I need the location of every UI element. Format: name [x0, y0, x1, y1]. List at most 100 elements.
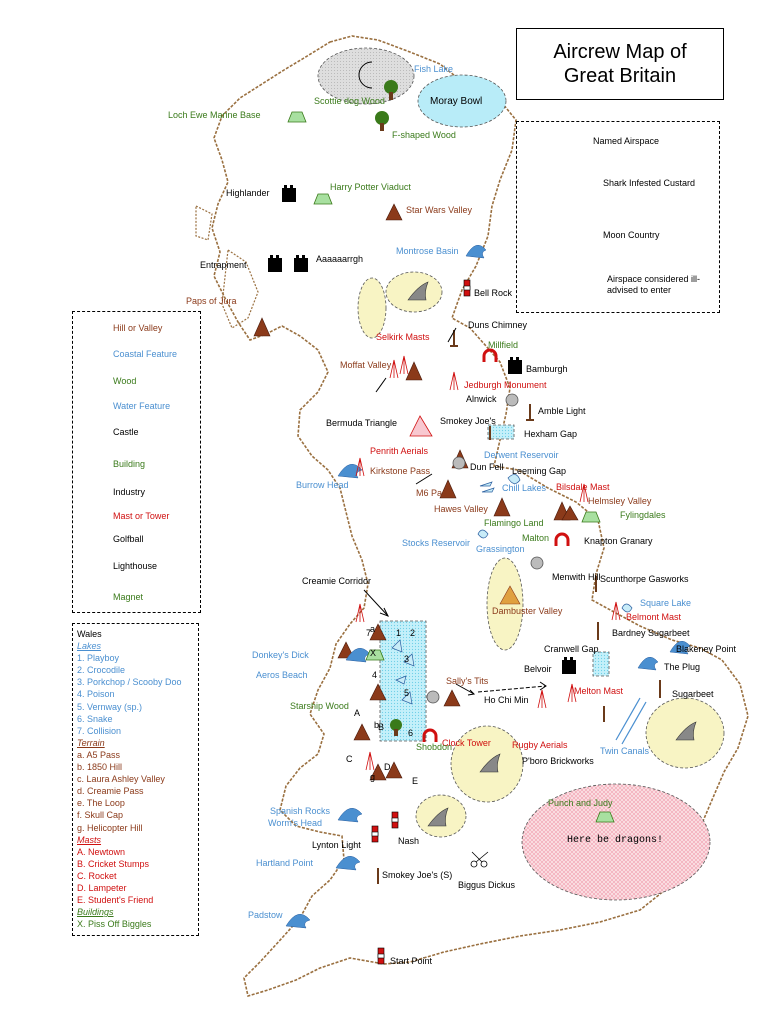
wales-key-item: a. A5 Pass — [77, 749, 121, 760]
wave-icons — [285, 244, 691, 929]
wales-key-item: 6. Snake — [77, 713, 113, 724]
belvoir-airspace — [592, 651, 610, 677]
custard-zone-borders — [385, 271, 443, 313]
wales-marker: 4 — [372, 670, 377, 680]
place-label: Moffat Valley — [340, 360, 392, 370]
place-label: Stocks Reservoir — [402, 538, 470, 548]
twin-canals — [615, 697, 647, 745]
legend-coastal-label: Coastal Feature — [113, 349, 178, 359]
place-label: Malton — [522, 533, 549, 543]
hexham-airspace — [487, 424, 515, 440]
place-label: Hexham Gap — [524, 429, 577, 439]
place-label: Smokey Joe's — [440, 416, 496, 426]
wales-section-title: Lakes — [77, 641, 102, 652]
wales-key-item: 3. Porkchop / Scooby Doo — [77, 677, 182, 688]
wales-key-item: 4. Poison — [77, 689, 115, 700]
legend-top-panel: Named Airspace Shark Infested Custard Mo… — [516, 121, 720, 313]
wales-marker: 6 — [408, 728, 413, 738]
hill-icons — [253, 203, 579, 781]
wales-key-item: d. Creamie Pass — [77, 786, 144, 797]
place-label: Nash — [398, 836, 419, 846]
wales-marker: D — [384, 762, 391, 772]
place-label: The Plug — [664, 662, 700, 672]
place-label: Montrose Basin — [396, 246, 459, 256]
place-label: Bell Rock — [474, 288, 513, 298]
wales-key-item: g. Helicopter Hill — [77, 822, 143, 833]
bermuda-triangle-icon — [409, 415, 433, 437]
legend-wood-label: Wood — [113, 376, 137, 386]
legend-castle-label: Castle — [113, 427, 139, 437]
place-label: Bilsdale Mast — [556, 482, 610, 492]
crescent-moon-icon — [358, 61, 373, 89]
place-label: Chill Lakes — [502, 483, 547, 493]
place-label: Kirkstone Pass — [370, 466, 431, 476]
place-label: F-shaped Wood — [392, 130, 456, 140]
place-label: Paps of Jura — [186, 296, 237, 306]
wales-marker: 2 — [410, 628, 415, 638]
place-label: Aeros Beach — [256, 670, 308, 680]
wales-marker: A — [354, 708, 360, 718]
place-label: Clock Tower — [442, 738, 491, 748]
lighthouse-icons — [371, 279, 471, 965]
place-label: Loch Ewe Marine Base — [168, 110, 261, 120]
place-label: Amble Light — [538, 406, 586, 416]
wales-marker: X — [370, 648, 376, 658]
magnet-icons — [422, 348, 570, 742]
place-label: Belvoir — [524, 664, 552, 674]
wales-key-item: 1. Playboy — [77, 653, 120, 664]
wales-marker: b — [374, 720, 379, 730]
legend-left-panel: Hill or Valley Coastal Feature Wood Wate… — [72, 311, 201, 613]
place-label: Start Point — [390, 956, 433, 966]
legend-hill-label: Hill or Valley — [113, 323, 163, 333]
custard-zone-selkirk — [357, 277, 387, 339]
legend-lighthouse-label: Lighthouse — [113, 561, 158, 571]
legend-shark-label: Shark Infested Custard — [603, 178, 696, 188]
wales-key-item: 2. Crocodile — [77, 665, 126, 676]
place-label: Fylingdales — [620, 510, 666, 520]
place-label: Punch and Judy — [548, 798, 613, 808]
place-label: Padstow — [248, 910, 283, 920]
place-label: Selkirk Masts — [376, 332, 430, 342]
chimney-icons — [377, 330, 661, 884]
wales-key-item: 5. Vernway (sp.) — [77, 701, 143, 712]
place-label: Hawes Valley — [434, 504, 488, 514]
place-label: Creamie Corridor — [302, 576, 371, 586]
shark-fin-icon — [407, 281, 697, 827]
legend-mast-label: Mast or Tower — [113, 511, 170, 521]
place-label: Belmont Mast — [626, 612, 682, 622]
wales-key-item: c. Laura Ashley Valley — [77, 774, 165, 785]
scissors-icon — [470, 851, 489, 868]
place-label: Duns Chimney — [468, 320, 528, 330]
castle-icons — [268, 185, 576, 674]
title-line-2: Great Britain — [563, 65, 677, 87]
place-label: Star Wars Valley — [406, 205, 473, 215]
place-label: Rugby Aerials — [512, 740, 568, 750]
legend-named-airspace-label: Named Airspace — [593, 136, 660, 146]
place-label: Harry Potter Viaduct — [330, 182, 411, 192]
title-line-1: Aircrew Map of — [553, 41, 687, 63]
place-label: Leeming Gap — [512, 466, 566, 476]
place-label: Alnwick — [466, 394, 497, 404]
place-label: Highlander — [226, 188, 270, 198]
place-label: Worm's Head — [268, 818, 322, 828]
moray-bowl-zone — [417, 74, 507, 128]
wales-key-item: B. Cricket Stumps — [77, 858, 150, 869]
place-label: Dun Fell — [470, 462, 504, 472]
place-label: Twin Canals — [600, 746, 650, 756]
water-drop-icons — [391, 474, 633, 705]
place-label: Bamburgh — [526, 364, 568, 374]
wales-key-item: b. 1850 Hill — [77, 762, 123, 773]
place-label: Starship Wood — [290, 701, 349, 711]
place-label: Grassington — [476, 544, 525, 554]
here-be-dragons-zone — [521, 783, 711, 901]
wales-key-item: C. Rocket — [77, 870, 117, 881]
wales-section-title: Buildings — [77, 907, 114, 918]
wales-marker: 5 — [404, 688, 409, 698]
place-label: Shobdon — [416, 742, 452, 752]
route-arrows — [363, 327, 547, 696]
wales-heading: Wales — [77, 629, 102, 639]
place-label: Melton Mast — [574, 686, 624, 696]
legend-industry-label: Industry — [113, 487, 146, 497]
